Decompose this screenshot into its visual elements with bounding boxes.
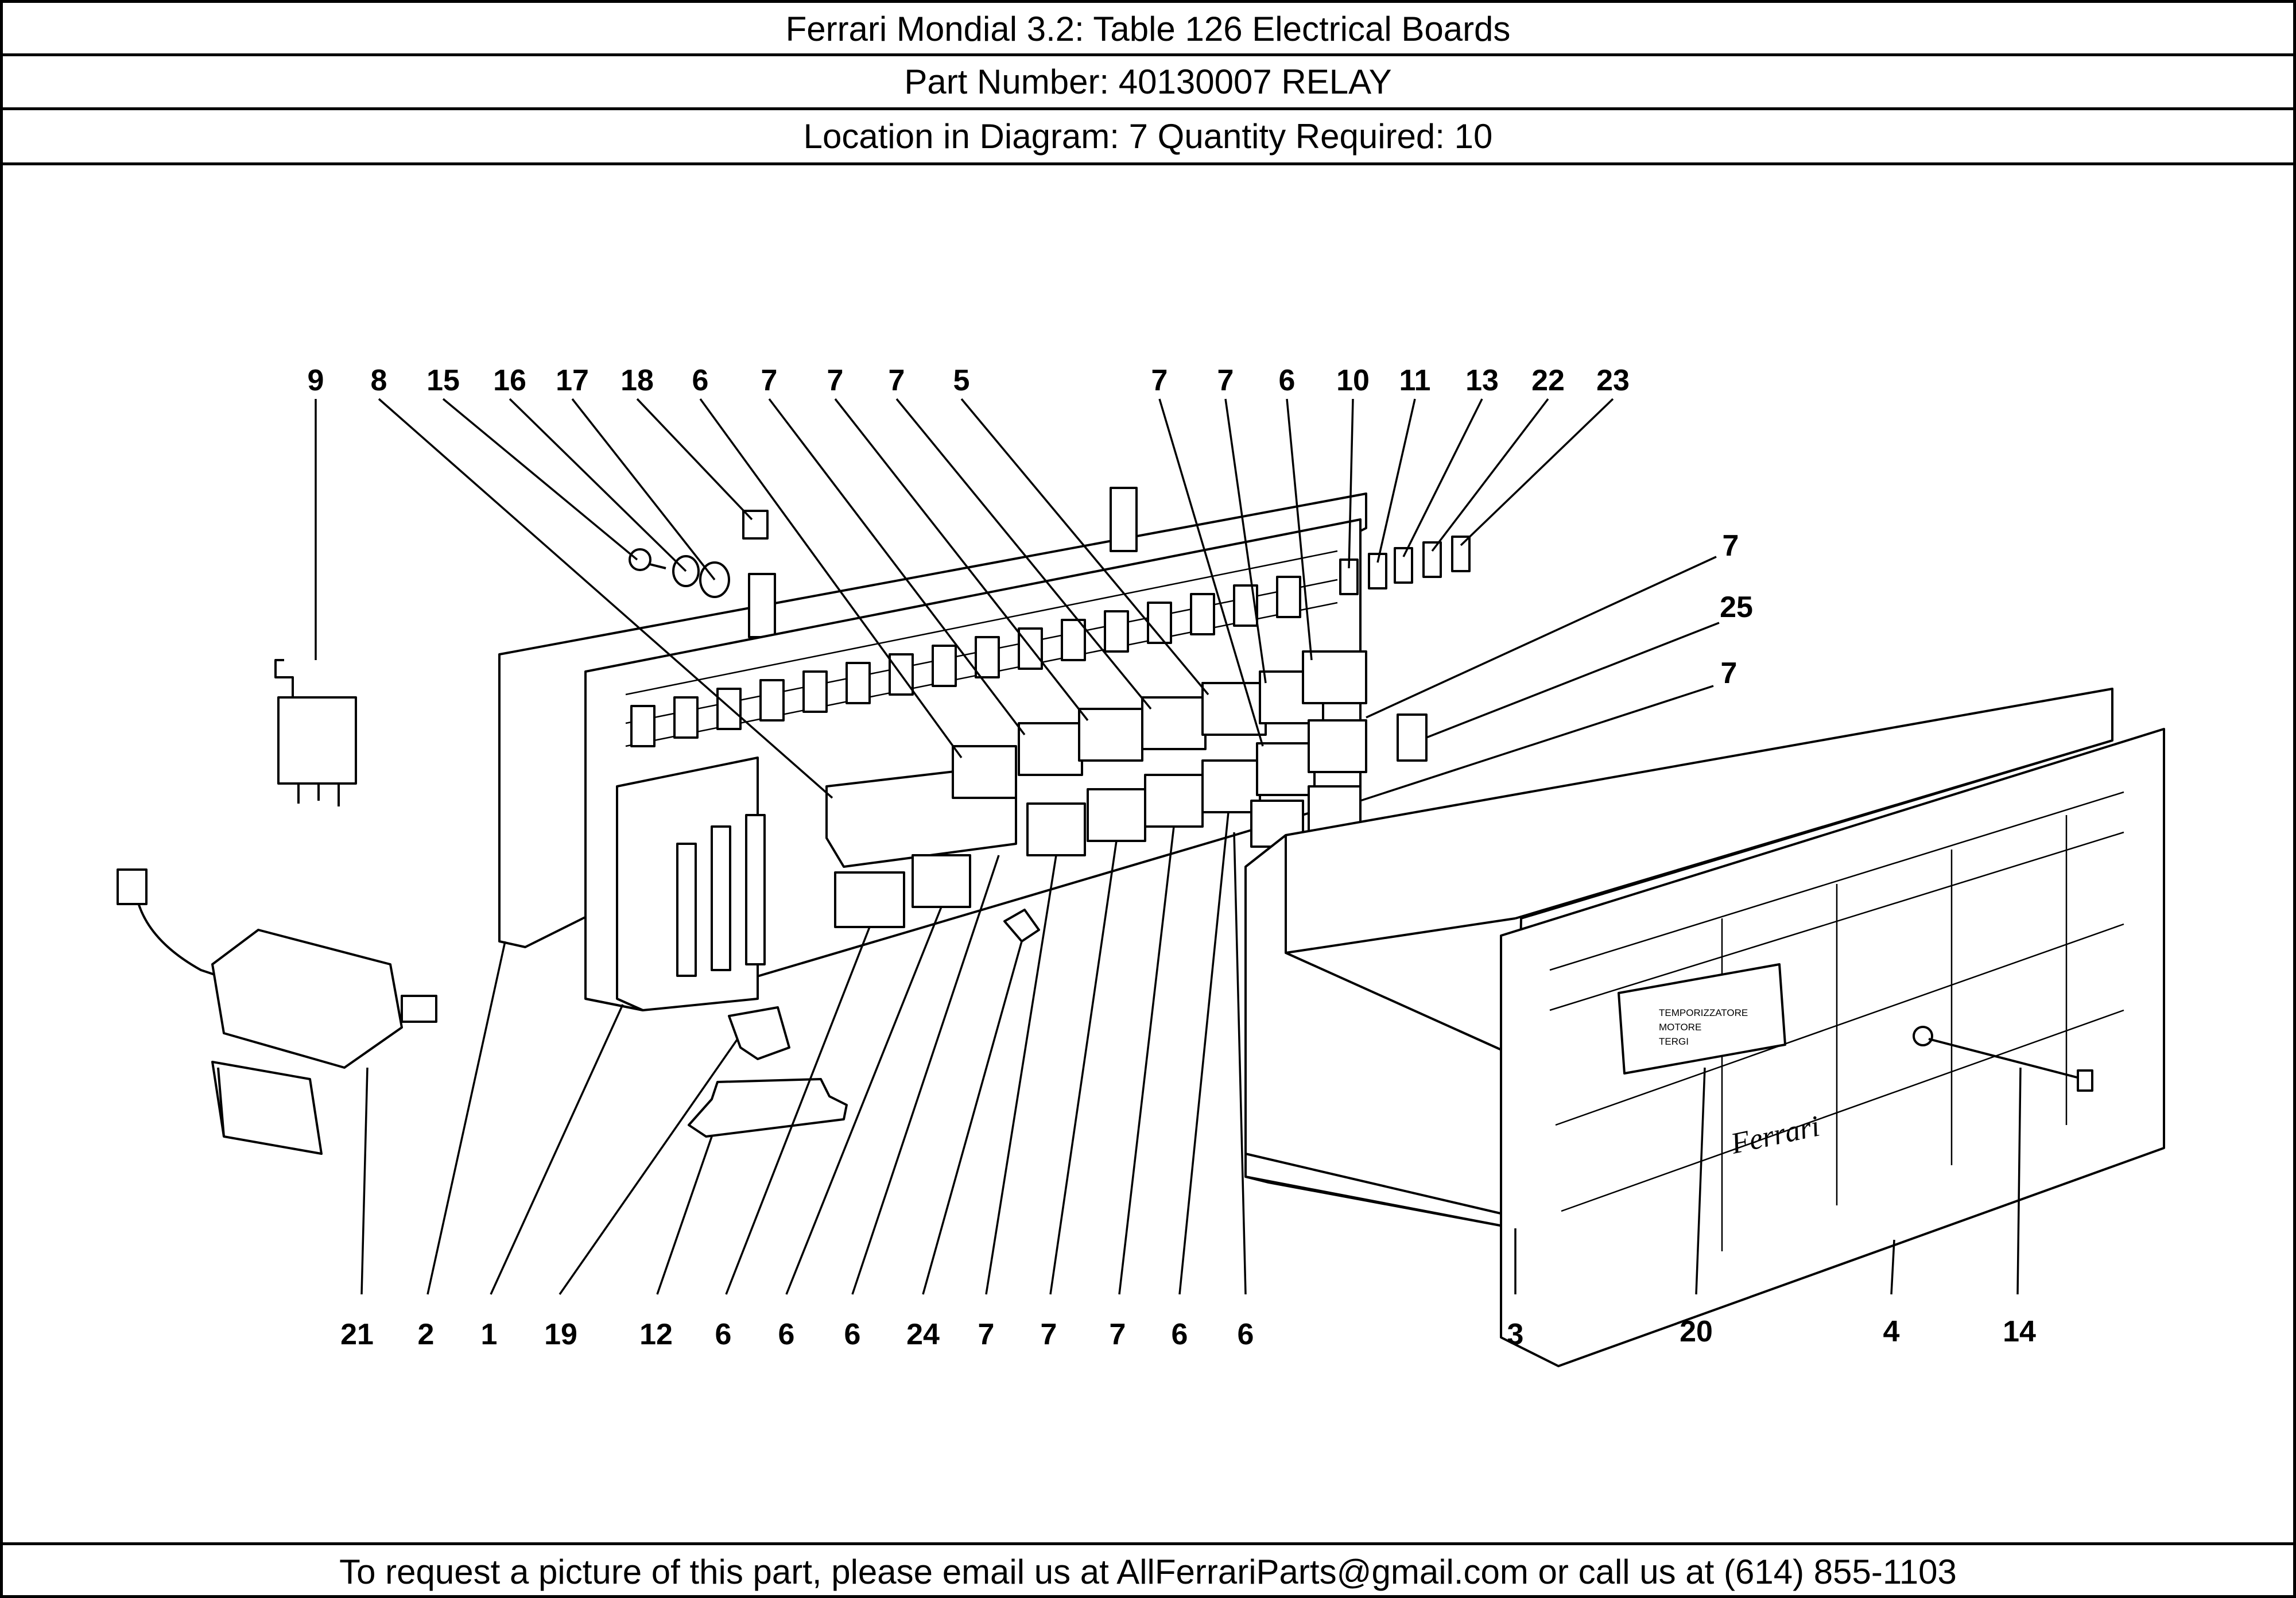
callout-7: 7 — [978, 1318, 995, 1351]
standalone-relay — [274, 659, 357, 806]
callout-6: 6 — [778, 1318, 795, 1351]
callout-8: 8 — [371, 364, 387, 397]
bottom-callouts: 21 2 1 19 12 6 6 6 24 7 7 7 6 6 3 20 4 1… — [340, 1315, 2036, 1351]
part-number-line: Part Number: 40130007 RELAY — [0, 56, 2296, 110]
electrical-board — [498, 487, 1367, 1011]
callout-7: 7 — [1110, 1318, 1126, 1351]
callout-6: 6 — [1172, 1318, 1188, 1351]
callout-24: 24 — [906, 1318, 940, 1351]
callout-21: 21 — [340, 1318, 374, 1351]
callout-7: 7 — [889, 364, 905, 397]
fuse-puller-set — [1339, 536, 1471, 762]
callout-19: 19 — [544, 1318, 577, 1351]
callout-6: 6 — [692, 364, 709, 397]
top-callouts: 9 8 15 16 17 18 6 7 7 7 5 7 7 6 10 11 13… — [308, 364, 1630, 397]
callout-12: 12 — [639, 1318, 673, 1351]
callout-7: 7 — [1217, 364, 1234, 397]
callout-3: 3 — [1507, 1318, 1524, 1351]
callout-6: 6 — [1238, 1318, 1254, 1351]
callout-20: 20 — [1680, 1315, 1713, 1348]
callout-25: 25 — [1720, 591, 1753, 624]
contact-footer: To request a picture of this part, pleas… — [0, 1542, 2296, 1598]
callout-7: 7 — [761, 364, 778, 397]
small-clips — [688, 510, 1040, 1138]
screws-and-washers — [629, 548, 730, 598]
callout-7: 7 — [1041, 1318, 1057, 1351]
callout-17: 17 — [556, 364, 589, 397]
parts-diagram: TEMPORIZZATORE MOTORE TERGI Ferrari — [0, 165, 2296, 1542]
callout-6: 6 — [715, 1318, 732, 1351]
board-cover — [1244, 688, 2113, 1229]
diagram-drawing: TEMPORIZZATORE MOTORE TERGI Ferrari — [117, 364, 2165, 1367]
relay-set — [834, 650, 1367, 928]
callout-9: 9 — [308, 364, 324, 397]
page-title: Ferrari Mondial 3.2: Table 126 Electrica… — [0, 0, 2296, 56]
callout-14: 14 — [2003, 1315, 2036, 1348]
callout-16: 16 — [493, 364, 526, 397]
callout-6: 6 — [844, 1318, 861, 1351]
location-quantity-line: Location in Diagram: 7 Quantity Required… — [0, 110, 2296, 165]
front-panel: TEMPORIZZATORE MOTORE TERGI Ferrari — [1500, 728, 2165, 1367]
fuse-row — [630, 576, 1301, 747]
wiper-timer-module — [117, 868, 437, 1155]
callout-13: 13 — [1465, 364, 1499, 397]
callout-22: 22 — [1531, 364, 1565, 397]
callout-7: 7 — [827, 364, 844, 397]
callout-10: 10 — [1336, 364, 1370, 397]
callout-2: 2 — [418, 1318, 435, 1351]
callout-7: 7 — [1721, 657, 1737, 690]
callout-11: 11 — [1399, 364, 1431, 397]
leader-lines — [315, 398, 2022, 1296]
callout-15: 15 — [426, 364, 460, 397]
label-plate-line-1: TEMPORIZZATORE — [1659, 1007, 1748, 1018]
callout-6: 6 — [1279, 364, 1296, 397]
label-plate-line-3: TERGI — [1659, 1036, 1689, 1047]
callout-5: 5 — [953, 364, 970, 397]
callout-23: 23 — [1596, 364, 1630, 397]
callout-7: 7 — [1151, 364, 1168, 397]
callout-1: 1 — [481, 1318, 498, 1351]
callout-18: 18 — [620, 364, 654, 397]
label-plate-line-2: MOTORE — [1659, 1022, 1701, 1033]
callout-7: 7 — [1723, 529, 1739, 563]
right-callouts: 7 25 7 — [1720, 529, 1753, 690]
callout-4: 4 — [1883, 1315, 1900, 1348]
